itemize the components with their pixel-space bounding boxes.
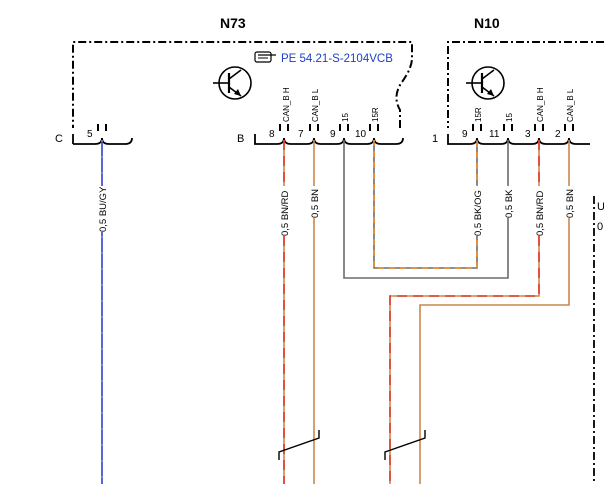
- pin-number-n10-11: 11: [489, 129, 500, 140]
- wire-n10-2-bn: [419, 140, 570, 484]
- wire-label-n10-9: 0,5 BK/OG: [473, 190, 484, 236]
- wire-15r-bk-og: [373, 140, 478, 269]
- signal-label-15r: 15R: [474, 107, 483, 122]
- pin-socket-n10-3: [534, 124, 544, 131]
- edge-label-0: 0: [597, 221, 603, 233]
- wire-label-n10-2: 0,5 BN: [565, 189, 576, 218]
- wire-label-b7: 0,5 BN: [310, 189, 321, 218]
- twisted-pair-marker: [384, 430, 426, 460]
- signal-label-15: 15: [505, 113, 514, 122]
- pin-socket-b9: [339, 124, 349, 131]
- signal-label-can-bh: CAN_B H: [536, 87, 545, 122]
- pin-socket-n10-11: [503, 124, 513, 131]
- pin-number-b7: 7: [298, 129, 304, 140]
- pin-socket-b10: [369, 124, 379, 131]
- pointing-hand-icon: [254, 51, 276, 63]
- module-title-n73: N73: [220, 15, 246, 31]
- pin-socket-b8: [279, 124, 289, 131]
- pin-number-n10-3: 3: [525, 129, 531, 140]
- connector-b: [254, 134, 404, 145]
- wire-label-n10-3: 0,5 BN/RD: [535, 190, 546, 236]
- twisted-pair-marker: [278, 430, 320, 460]
- connector-label-1: 1: [432, 133, 438, 145]
- pin-number-b10: 10: [355, 129, 367, 140]
- signal-label-can-bh: CAN_B H: [282, 87, 291, 122]
- connector-label-c: C: [55, 133, 63, 145]
- pin-number-c5: 5: [87, 129, 93, 140]
- edge-label-u: U: [597, 201, 604, 213]
- pin-number-n10-2: 2: [555, 129, 561, 140]
- connector-label-b: B: [237, 133, 244, 145]
- pin-socket-n10-2: [564, 124, 574, 131]
- wire-15r-stripe: [373, 140, 478, 269]
- pin-socket-n10-9: [472, 124, 482, 131]
- transistor-icon: [213, 66, 252, 100]
- signal-label-can-bl: CAN_B L: [311, 88, 320, 122]
- wire-n10-3-stripe: [389, 140, 540, 484]
- wire-label-c5: 0,5 BU/GY: [98, 186, 109, 232]
- wire-labels: 0,5 BU/GY 0,5 BN/RD 0,5 BN 0,5 BK/OG 0,5…: [96, 186, 576, 236]
- signal-label-15: 15: [341, 113, 350, 122]
- pin-socket-b7: [309, 124, 319, 131]
- pin-number-b9: 9: [330, 129, 336, 140]
- pin-number-b8: 8: [269, 129, 275, 140]
- signal-label-can-bl: CAN_B L: [566, 88, 575, 122]
- connector-c: [72, 134, 133, 145]
- wire-label-n10-11: 0,5 BK: [504, 189, 515, 218]
- pin-sockets: [97, 124, 574, 131]
- wire-label-b8: 0,5 BN/RD: [280, 190, 291, 236]
- signal-label-15r: 15R: [371, 107, 380, 122]
- reference-link[interactable]: PE 54.21-S-2104VCB: [281, 53, 393, 65]
- pin-socket-c5: [97, 124, 107, 131]
- wire-n10-3-bn-rd: [389, 140, 540, 484]
- pin-number-n10-9: 9: [462, 129, 468, 140]
- transistor-icon: [466, 66, 505, 100]
- module-box-n10: [447, 41, 604, 128]
- module-title-n10: N10: [474, 15, 500, 31]
